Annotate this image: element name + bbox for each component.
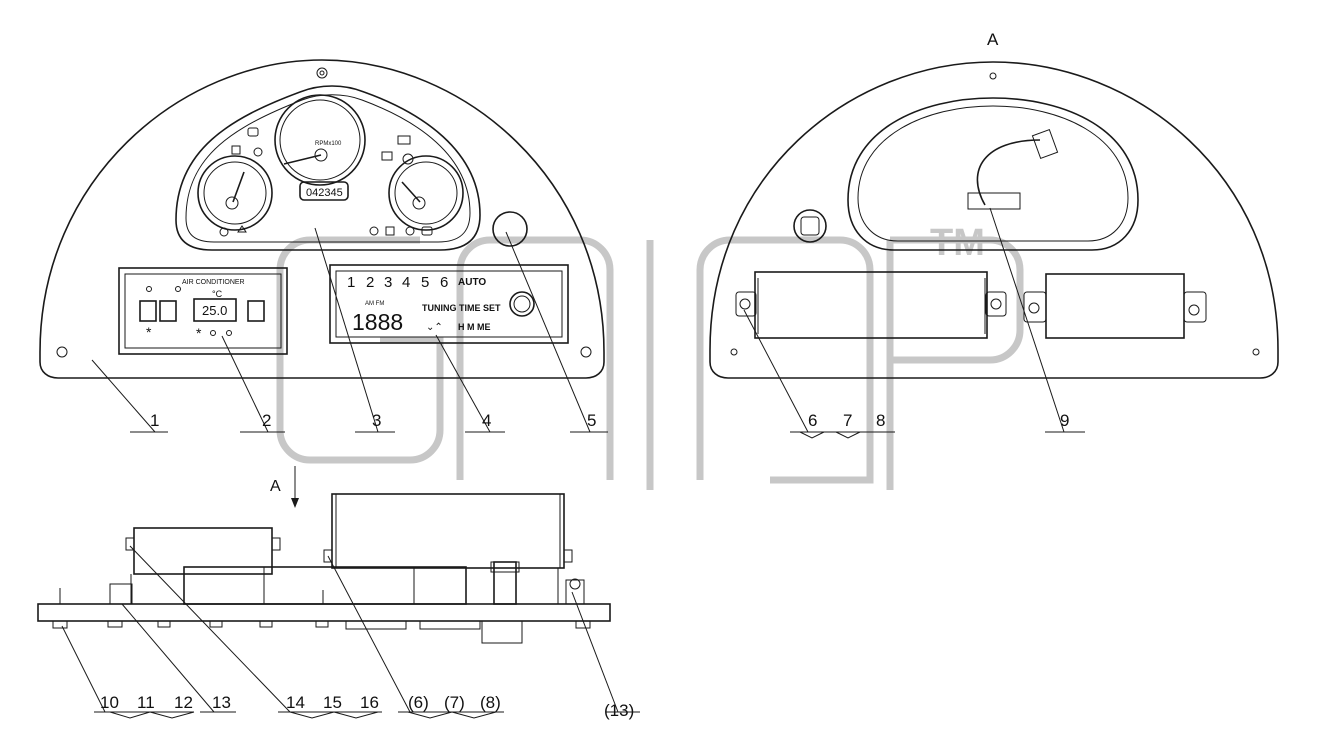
fuel-icon [231, 145, 241, 155]
callout-5: 5 [587, 411, 596, 430]
callouts: 1 2 3 4 5 6 7 8 9 10 11 12 13 14 15 16 (… [100, 411, 1069, 720]
callout-7: 7 [843, 411, 852, 430]
callout-15: 15 [323, 693, 342, 712]
ac-title: AIR CONDITIONER [182, 279, 245, 286]
screw-icon [1188, 304, 1200, 316]
temperature-gauge [388, 155, 464, 231]
watermark: TM [276, 222, 1024, 490]
chevron-down-icon[interactable]: ⌄⌃ [426, 322, 443, 333]
callout-12: 12 [174, 693, 193, 712]
wire-harness [976, 139, 1041, 206]
radio-display: 1888 [352, 309, 403, 335]
screw-icon [56, 346, 68, 358]
callout-10: 10 [100, 693, 119, 712]
connector [1031, 129, 1059, 159]
warning-lamps [219, 127, 433, 237]
callout-3: 3 [372, 411, 381, 430]
tachometer-gauge: RPMx100 [274, 94, 366, 186]
ac-button-mode[interactable] [159, 300, 177, 322]
preset-1[interactable]: 1 [347, 274, 355, 291]
front-view: RPMx100 042345 [39, 59, 608, 433]
engine-icon [385, 226, 395, 236]
radio-tuning: TUNING TIME SET [422, 303, 501, 313]
ac-unit: °C [212, 289, 223, 299]
odometer-value: 042345 [306, 187, 343, 199]
ac-display [193, 298, 237, 322]
screw-icon [990, 298, 1002, 310]
tacho-label: RPMx100 [315, 141, 342, 147]
radio-presets[interactable]: 1 2 3 4 5 6 [347, 274, 448, 291]
section-arrow-label: A [270, 478, 281, 495]
side-view: A [37, 431, 861, 719]
lights-icon [219, 227, 229, 237]
label-plate [967, 192, 1021, 210]
screw-icon [580, 346, 592, 358]
watermark-tm: TM [930, 222, 985, 264]
fuel-gauge [197, 155, 273, 231]
preset-6[interactable]: 6 [440, 274, 448, 291]
fan-icon: * [146, 324, 152, 340]
callout-8: 8 [876, 411, 885, 430]
callout-16: 16 [360, 693, 379, 712]
callout-9: 9 [1060, 411, 1069, 430]
callout-13: 13 [212, 693, 231, 712]
callout-6-paren: (6) [408, 693, 429, 712]
preset-2[interactable]: 2 [366, 274, 374, 291]
callout-6: 6 [808, 411, 817, 430]
radio-panel: 1 2 3 4 5 6 AUTO AM FM 1888 TUNING TIME … [329, 264, 569, 344]
air-conditioner-panel: AIR CONDITIONER * °C 25.0 * [118, 267, 288, 355]
rear-view: A [709, 30, 1279, 433]
callout-2: 2 [262, 411, 271, 430]
brake-icon [247, 127, 259, 137]
charge-icon [421, 226, 433, 236]
callout-1: 1 [150, 411, 159, 430]
callout-14: 14 [286, 693, 305, 712]
odometer-window [299, 181, 349, 201]
radio-knob[interactable] [509, 291, 535, 317]
module-left [754, 271, 988, 339]
module-right [1045, 273, 1185, 339]
view-label: A [987, 30, 999, 49]
screw-icon [1028, 302, 1040, 314]
preset-5[interactable]: 5 [421, 274, 429, 291]
callout-7-paren: (7) [444, 693, 465, 712]
battery-icon [397, 135, 411, 145]
oil-icon [253, 147, 263, 157]
ac-button-fan[interactable] [139, 300, 157, 322]
screw-icon [739, 298, 751, 310]
snow-icon: * [196, 325, 202, 341]
gear-icon [402, 153, 414, 165]
ac-temp: 25.0 [202, 303, 227, 318]
screw-icon [316, 67, 328, 79]
callout-8-paren: (8) [480, 693, 501, 712]
seatbelt-icon [381, 151, 393, 161]
water-icon [405, 226, 415, 236]
callout-13-paren: (13) [604, 701, 634, 720]
preset-3[interactable]: 3 [384, 274, 392, 291]
preset-4[interactable]: 4 [402, 274, 410, 291]
glow-plug-icon [369, 226, 379, 236]
radio-auto[interactable]: AUTO [458, 277, 486, 288]
hazard-icon [237, 225, 247, 233]
ac-button-power[interactable] [247, 300, 265, 322]
callout-11: 11 [137, 693, 155, 712]
radio-hm: H M ME [458, 322, 491, 332]
key-switch[interactable] [492, 211, 528, 247]
radio-band: AM FM [365, 301, 384, 307]
callout-4: 4 [482, 411, 491, 430]
